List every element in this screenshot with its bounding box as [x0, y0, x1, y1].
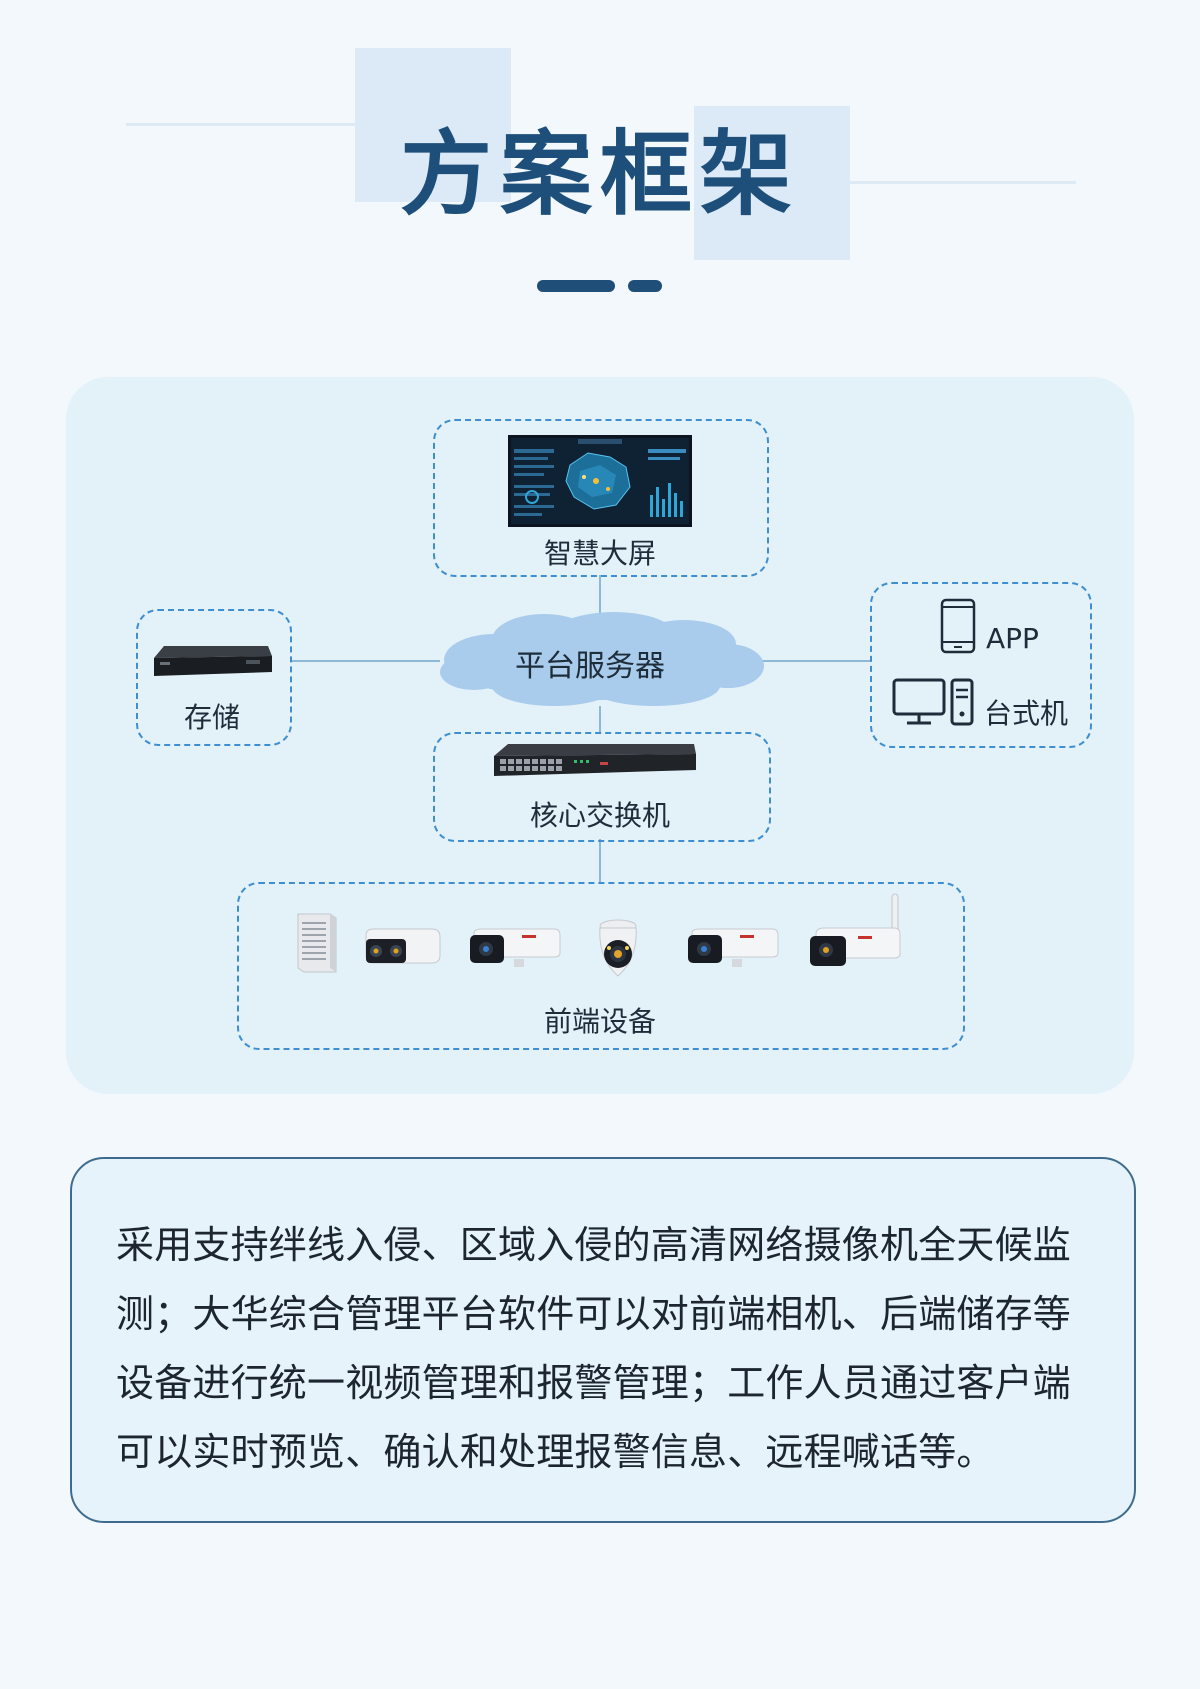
- title-line-right: [850, 181, 1076, 184]
- title-underline-short: [628, 280, 662, 292]
- bullet-camera-icon: [688, 928, 779, 967]
- connector-storage-cloud: [290, 660, 440, 662]
- connector-screen-cloud: [599, 575, 601, 625]
- title-deco-block-right: [694, 106, 850, 260]
- network-switch-icon: [494, 744, 696, 776]
- title-underline-long: [537, 280, 615, 292]
- description-line: 可以实时预览、确认和处理报警信息、远程喊话等。: [116, 1430, 995, 1474]
- description-box: [70, 1157, 1136, 1523]
- front-end-node: [237, 882, 965, 1050]
- page-title: 方案框架: [400, 121, 801, 228]
- dashboard-screen-icon: [508, 435, 692, 527]
- description-line: 设备进行统一视频管理和报警管理；工作人员通过客户端: [116, 1361, 1072, 1405]
- connector-cloud-clients: [760, 660, 870, 662]
- connector-switch-front: [599, 839, 601, 883]
- server-label: 平台服务器: [515, 649, 665, 684]
- screen-label: 智慧大屏: [543, 537, 656, 570]
- storage-label: 存储: [183, 701, 240, 734]
- switch-label: 核心交换机: [529, 799, 670, 832]
- bullet-camera-icon: [470, 928, 561, 967]
- storage-node: [136, 609, 292, 746]
- switch-node: [433, 732, 771, 842]
- client-node: [870, 582, 1092, 748]
- title-deco-block-left: [355, 48, 511, 202]
- front-end-label: 前端设备: [543, 1005, 656, 1038]
- description-line: 测；大华综合管理平台软件可以对前端相机、后端储存等: [116, 1292, 1072, 1336]
- cloud-icon: [440, 612, 764, 706]
- phone-icon: [940, 598, 976, 654]
- title-line-left: [126, 123, 356, 126]
- speaker-icon: [297, 913, 337, 973]
- screen-node: [433, 419, 769, 577]
- desktop-label: 台式机: [984, 697, 1069, 730]
- nvr-storage-icon: [154, 646, 272, 676]
- wifi-bullet-camera-icon: [810, 893, 901, 966]
- connector-cloud-switch: [599, 706, 601, 734]
- desktop-computer-icon: [892, 678, 974, 726]
- dome-camera-icon: [599, 919, 637, 977]
- app-label: APP: [986, 622, 1039, 655]
- description-line: 采用支持绊线入侵、区域入侵的高清网络摄像机全天候监: [116, 1223, 1072, 1267]
- panoramic-camera-icon: [365, 928, 441, 964]
